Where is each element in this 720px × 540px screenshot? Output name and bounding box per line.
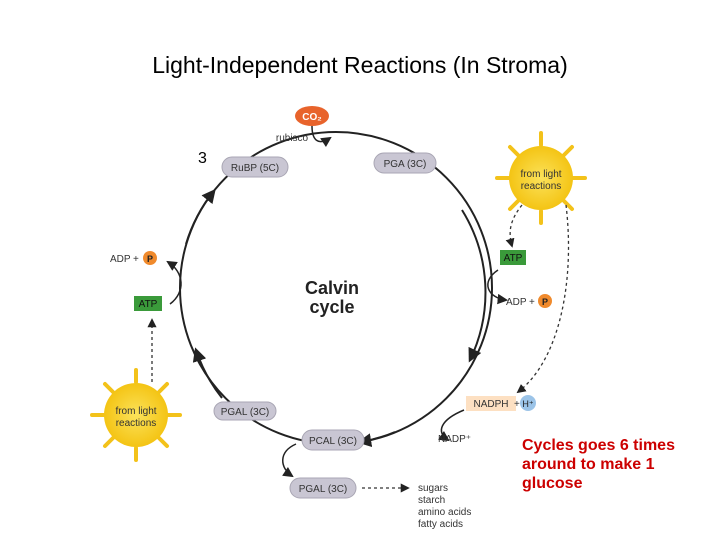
atp-left-arrow: [166, 260, 182, 305]
pcal-bottom-label: PCAL (3C): [309, 436, 357, 447]
rubisco-label: rubisco: [276, 133, 309, 144]
rubp-molecule: [221, 156, 289, 178]
pga-molecule: [373, 152, 437, 174]
nadph-box: [466, 396, 516, 411]
plus-right: +: [529, 297, 535, 308]
co2-molecule: [295, 106, 329, 126]
co2-label: CO₂: [302, 112, 321, 123]
cycle-arrow-left-upper: [185, 188, 216, 245]
pgal-output-arrow: [282, 443, 297, 478]
atp-label-left: ATP: [139, 299, 158, 310]
rubp-label: RuBP (5C): [231, 163, 279, 174]
phosphate-label-right: P: [542, 297, 548, 307]
pcal-bottom-molecule: [301, 429, 365, 451]
plus-nadph: +: [514, 399, 520, 410]
plus-left: +: [133, 254, 139, 265]
product-fatty-acids: fatty acids: [418, 519, 463, 530]
pga-label: PGA (3C): [384, 159, 427, 170]
pgal-output-label: PGAL (3C): [299, 484, 348, 495]
center-label-cycle: cycle: [309, 297, 354, 317]
sun-top-label-line1: from light: [520, 169, 561, 180]
pgal-output-molecule: [289, 477, 357, 499]
step-number: 3: [198, 150, 207, 167]
adp-label-left: ADP: [110, 254, 131, 265]
nadph-arrow: [438, 409, 465, 442]
adp-label-right: ADP: [506, 297, 527, 308]
atp-box-right: [500, 250, 526, 265]
sun-top-right: from light reactions: [495, 131, 587, 225]
product-starch: starch: [418, 495, 445, 506]
cycle-arrow-left-lower: [192, 347, 223, 399]
product-sugars: sugars: [418, 483, 448, 494]
pgal-left-molecule: [213, 401, 277, 421]
cycle-arrow-bottom: [357, 431, 396, 448]
phosphate-left: [143, 251, 157, 265]
atp-box-left: [134, 296, 162, 311]
sun-bottom-label-line2: reactions: [116, 418, 157, 429]
sun-bottom-left: from light reactions: [90, 368, 182, 462]
sun-top-to-atp-arrow: [505, 204, 523, 248]
product-amino-acids: amino acids: [418, 507, 471, 518]
cycle-arrow-right: [461, 209, 487, 363]
sun-top-label-line2: reactions: [521, 181, 562, 192]
sun-top-to-nadph-arrow: [516, 204, 570, 394]
h-plus-ion: [520, 395, 536, 411]
phosphate-label-left: P: [147, 254, 153, 264]
nadp-plus-label: NADP⁺: [438, 434, 471, 445]
phosphate-right: [538, 294, 552, 308]
pgal-left-label: PGAL (3C): [221, 407, 270, 418]
center-label-calvin: Calvin: [305, 278, 359, 298]
co2-arrow: [311, 125, 332, 148]
nadph-label: NADPH: [473, 399, 508, 410]
slide-title: Light-Independent Reactions (In Stroma): [152, 52, 568, 78]
sun-bottom-label-line1: from light: [115, 406, 156, 417]
atp-label-right: ATP: [504, 253, 523, 264]
h-plus-label: H⁺: [522, 399, 533, 409]
atp-right-arrow: [487, 269, 509, 305]
cycle-note: Cycles goes 6 times around to make 1 glu…: [522, 437, 675, 492]
